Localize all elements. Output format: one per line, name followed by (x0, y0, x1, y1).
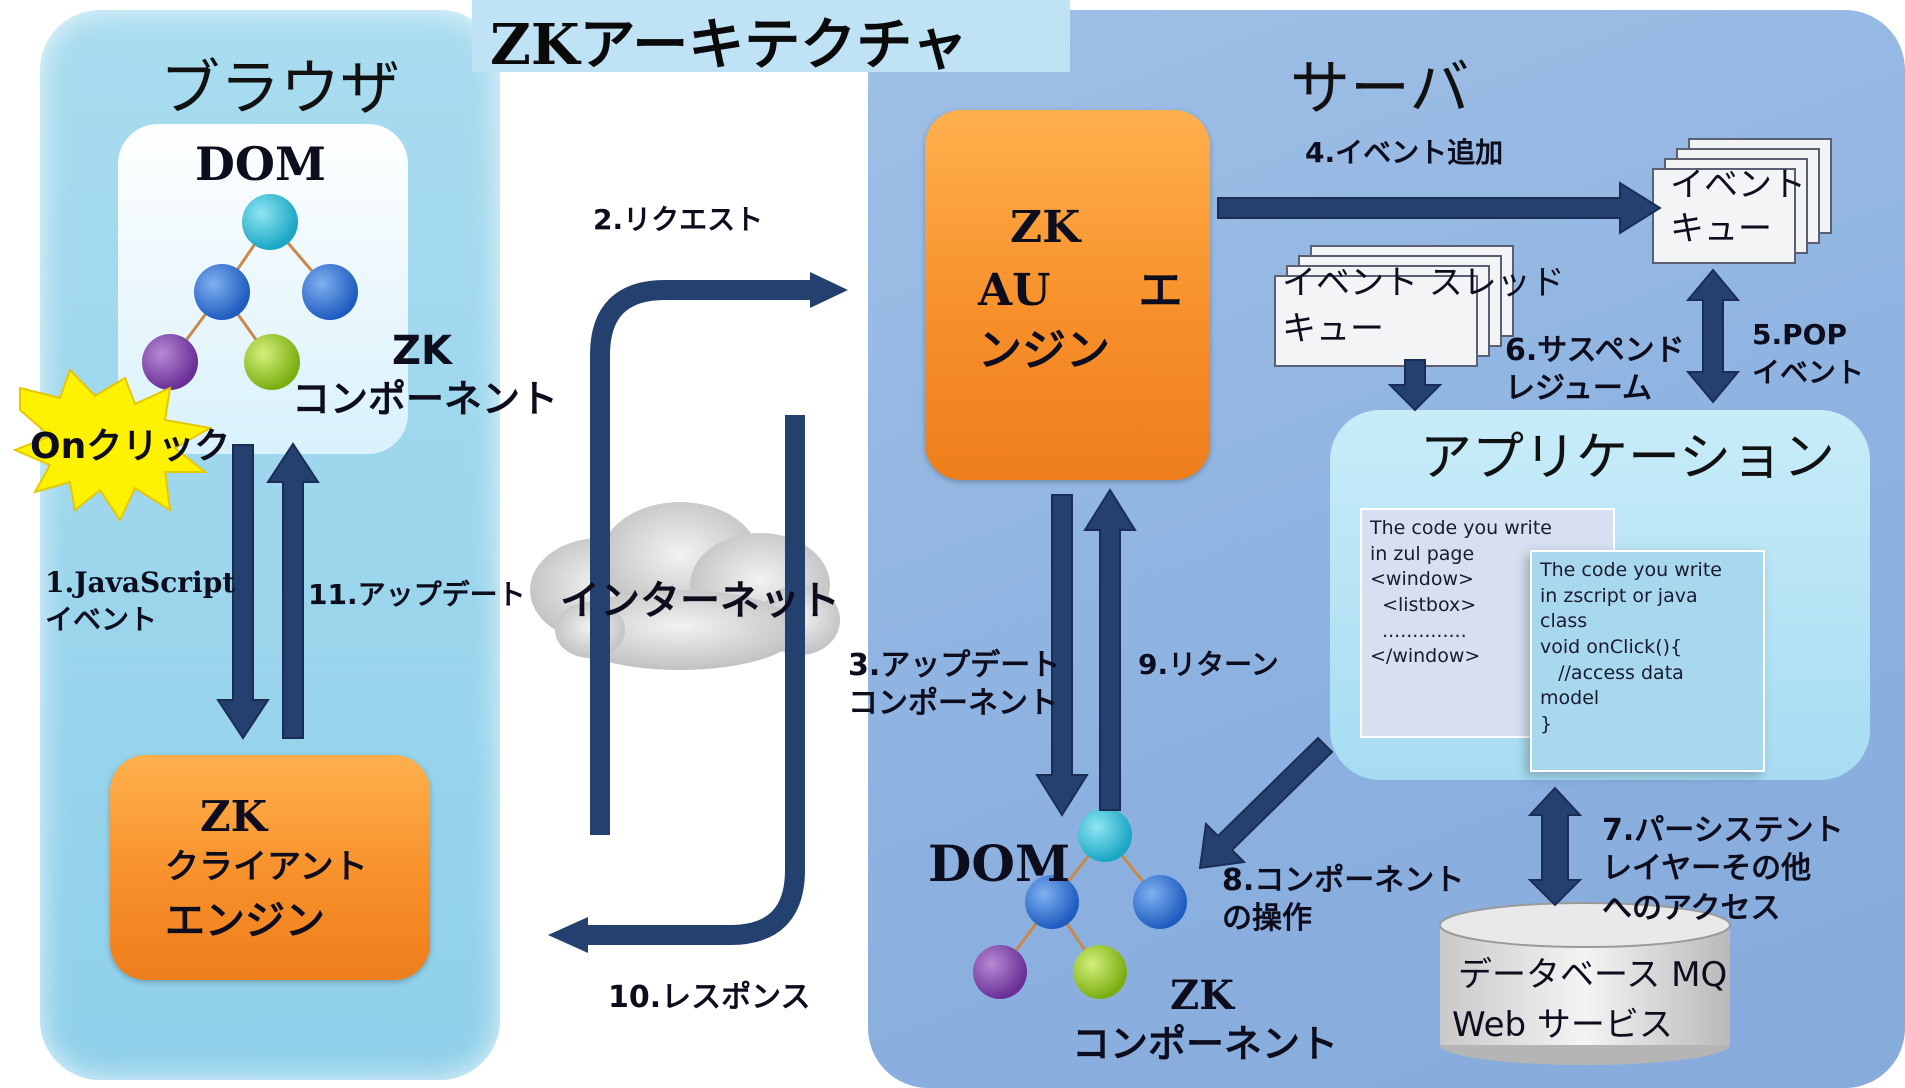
server-label: サーバ (1290, 54, 1470, 124)
thread-queue-doc (1274, 275, 1478, 367)
client-engine-engine: エンジン (165, 898, 325, 944)
request-path (590, 280, 810, 835)
response-path (585, 415, 805, 945)
arrows (216, 181, 1741, 907)
code-line: The code you write (1370, 517, 1552, 539)
code-line: in zul page (1370, 542, 1475, 565)
application-label: アプリケーション (1420, 428, 1835, 488)
event-queue-line1: イベント (1670, 165, 1806, 205)
tree-node (1133, 875, 1187, 929)
arrow-7 (1527, 786, 1583, 907)
code-line: class (1540, 610, 1588, 633)
step-11-label: 11.アップデート (308, 578, 526, 611)
server-component-label: コンポーネント (1072, 1022, 1339, 1066)
arrow-8 (1198, 736, 1334, 870)
response-arrowhead (548, 917, 588, 953)
tree-node (242, 194, 298, 250)
client-engine-client: クライアント (165, 847, 368, 887)
code-line: void onClick(){ (1540, 635, 1683, 658)
step-3-line2: コンポーネント (848, 686, 1058, 721)
arrow-5 (1685, 268, 1741, 404)
event-queue-line2: キュー (1670, 209, 1772, 249)
arrow-4 (1217, 181, 1662, 235)
title-banner (472, 0, 1070, 72)
step-5-line1: 5.POP (1752, 318, 1847, 351)
au-engine-zk: ZK (1010, 202, 1081, 253)
java-code-panel: The code you write in zscript or java cl… (1530, 550, 1765, 772)
step-7-line3: へのアクセス (1602, 891, 1781, 926)
arrow-3 (1035, 494, 1089, 817)
tree-node (194, 264, 250, 320)
tree-node (1078, 808, 1132, 862)
au-engine-box (925, 110, 1210, 480)
code-line: The code you write (1540, 559, 1722, 581)
step-8-line2: の操作 (1222, 901, 1312, 936)
diagram-title: ZKアーキテクチャ (490, 12, 968, 78)
internet-label: インターネット (560, 578, 840, 624)
browser-dom-label: DOM (195, 137, 326, 191)
step-9-label: 9.リターン (1138, 648, 1279, 681)
code-line: model (1540, 687, 1600, 710)
step-6-line2: レジューム (1505, 371, 1652, 406)
code-line: } (1540, 712, 1553, 735)
database-line1: データベース MQ (1458, 955, 1728, 995)
step-6-line1: 6.サスペンド (1505, 333, 1685, 368)
browser-zk-label: ZK (392, 328, 452, 374)
code-line: in zscript or java (1540, 584, 1698, 607)
browser-label: ブラウザ (160, 54, 400, 124)
event-queue-doc (1652, 168, 1796, 264)
browser-dom-tree (142, 194, 358, 390)
server-dom-tree (973, 808, 1187, 999)
step-10-label: 10.レスポンス (608, 980, 811, 1015)
au-engine-au: AU エ (978, 265, 1183, 316)
step-5-line2: イベント (1752, 356, 1865, 389)
code-line: <window> (1370, 568, 1474, 591)
code-line: //access data (1540, 661, 1684, 684)
code-line: .............. (1370, 619, 1467, 642)
tree-node (302, 264, 358, 320)
code-line: <listbox> (1370, 593, 1477, 616)
arrow-9 (1083, 488, 1137, 811)
client-engine-zk: ZK (200, 792, 268, 841)
server-dom-label: DOM (928, 834, 1071, 893)
browser-component-label: コンポーネント (292, 377, 559, 421)
thread-queue-line1: イベント スレッド (1282, 263, 1565, 303)
onclick-starburst (12, 368, 213, 523)
database-cylinder (1439, 902, 1731, 1065)
step-1-line2: イベント (45, 603, 158, 636)
step-1-line1: 1.JavaScript (45, 566, 236, 599)
au-engine-engine: ンジン (978, 325, 1110, 376)
step-7-line2: レイヤーその他 (1602, 851, 1812, 886)
step-7-line1: 7.パーシステント (1602, 813, 1844, 848)
tree-node (1025, 875, 1079, 929)
arrow-1 (216, 444, 270, 740)
tree-node (244, 334, 300, 390)
tree-node (142, 334, 198, 390)
step-8-line1: 8.コンポーネント (1222, 863, 1465, 898)
thread-queue-line2: キュー (1282, 309, 1384, 349)
server-zk-label: ZK (1170, 972, 1234, 1019)
step-3-line1: 3.アップデート (848, 648, 1061, 683)
arrow-11 (266, 442, 320, 739)
step-4-label: 4.イベント追加 (1305, 136, 1504, 169)
tree-node (1073, 945, 1127, 999)
step-2-label: 2.リクエスト (593, 203, 764, 236)
tree-node (973, 945, 1027, 999)
arrow-6 (1387, 359, 1443, 412)
database-line2: Web サービス (1452, 1005, 1673, 1045)
client-engine-box (110, 755, 430, 980)
onclick-label: Onクリック (30, 426, 231, 467)
code-line: </window> (1370, 645, 1481, 668)
request-arrowhead (810, 272, 848, 308)
